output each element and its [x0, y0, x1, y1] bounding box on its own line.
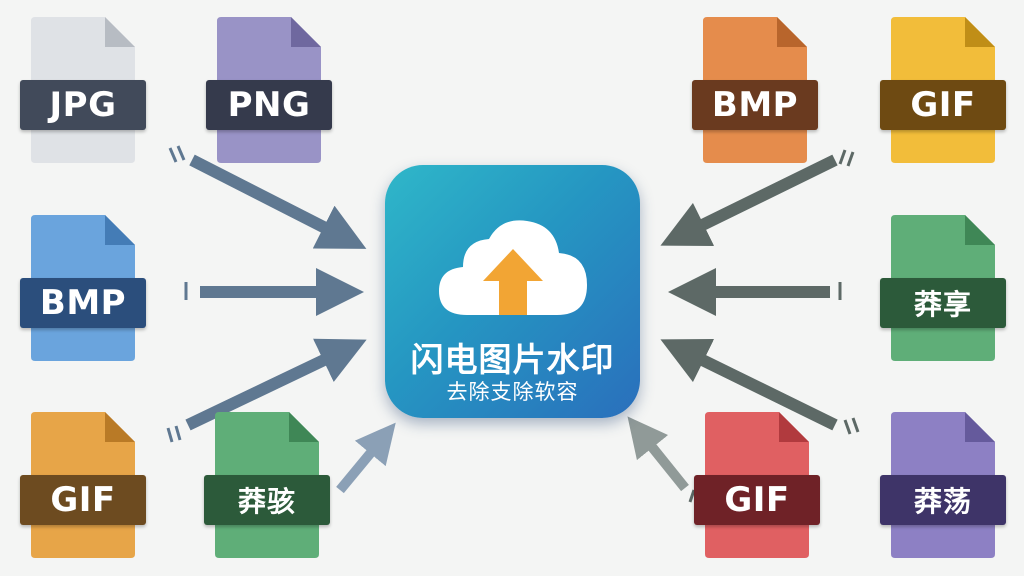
- right-motion-ticks: [688, 149, 860, 503]
- arrow-jpg-to-app: [189, 154, 367, 249]
- arrow-bmp-right-to-app: [660, 154, 838, 246]
- file-icon-gif-right: GIF: [880, 17, 1006, 163]
- arrow-green-to-app: [336, 422, 396, 494]
- arrow-gif-to-app: [185, 338, 367, 431]
- file-label: 莽骇: [204, 475, 330, 525]
- file-icon-green-left: 莽骇: [204, 412, 330, 558]
- left-motion-ticks: [166, 145, 188, 443]
- file-icon-green-right: 莽享: [880, 215, 1006, 361]
- app-icon: 闪电图片水印 去除支除软容: [385, 165, 640, 418]
- file-label: GIF: [20, 475, 146, 525]
- file-label: BMP: [692, 80, 818, 130]
- file-label: GIF: [694, 475, 820, 525]
- file-icon-purple-right: 莽荡: [880, 412, 1006, 558]
- file-icon-gif: GIF: [20, 412, 146, 558]
- file-icon-bmp-right: BMP: [692, 17, 818, 163]
- file-label: PNG: [206, 80, 332, 130]
- file-icon-jpg: JPG: [20, 17, 146, 163]
- app-title: 闪电图片水印: [410, 340, 615, 379]
- app-subtitle: 去除支除软容: [446, 380, 579, 404]
- file-label: 莽享: [880, 278, 1006, 328]
- file-label: BMP: [20, 278, 146, 328]
- arrow-gif-red-to-app: [627, 416, 689, 492]
- arrow-purple-to-app: [660, 339, 838, 431]
- file-label: JPG: [20, 80, 146, 130]
- file-icon-gif-red: GIF: [694, 412, 820, 558]
- file-label: 莽荡: [880, 475, 1006, 525]
- cloud-upload-icon: [439, 220, 587, 315]
- file-icon-png: PNG: [206, 17, 332, 163]
- file-icon-bmp: BMP: [20, 215, 146, 361]
- file-label: GIF: [880, 80, 1006, 130]
